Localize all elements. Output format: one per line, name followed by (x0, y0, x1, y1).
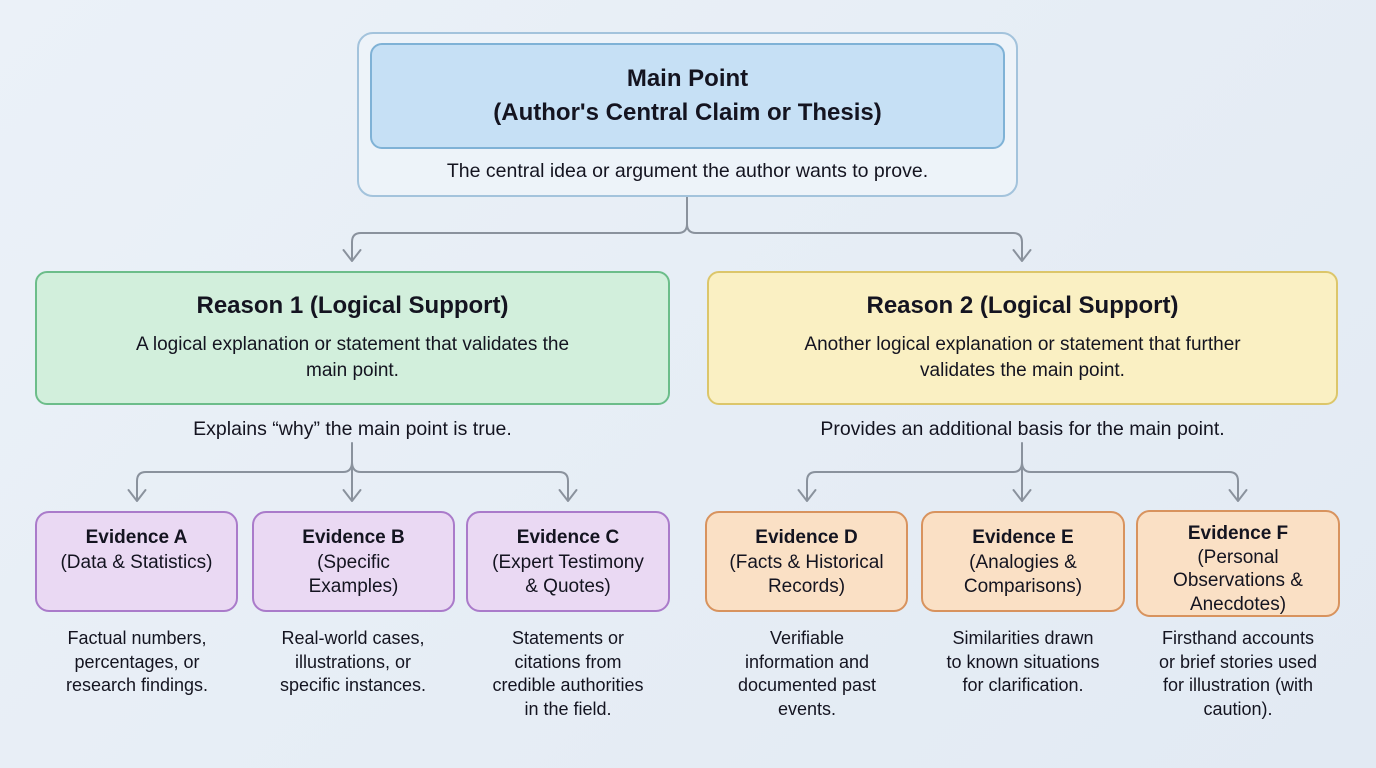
evidence-d-caption: Verifiable information and documented pa… (737, 628, 877, 719)
evidence-a-subtitle: (Data & Statistics) (60, 551, 213, 573)
arrowhead-evidence-f (1228, 489, 1248, 502)
evidence-c-subtitle: (Expert Testimony & Quotes) (492, 551, 644, 598)
connector-reason2-to-f (1021, 461, 1239, 501)
arrowhead-evidence-a (127, 489, 147, 502)
connector-reason1-to-a (136, 461, 353, 501)
main-point-group: Main Point (Author's Central Claim or Th… (357, 32, 1018, 197)
evidence-c-box: Evidence C (Expert Testimony & Quotes) (466, 511, 670, 612)
evidence-b-box: Evidence B (Specific Examples) (252, 511, 455, 612)
evidence-c-title: Evidence C (516, 527, 620, 548)
evidence-b-caption: Real-world cases, illustrations, or spec… (279, 628, 427, 696)
main-point-box: Main Point (Author's Central Claim or Th… (370, 43, 1005, 149)
connector-reason2-to-d (806, 461, 1023, 501)
evidence-e-box: Evidence E (Analogies & Comparisons) (921, 511, 1125, 612)
reason-1-box: Reason 1 (Logical Support) A logical exp… (35, 271, 670, 405)
reason-1-caption: Explains “why” the main point is true. (193, 418, 512, 440)
evidence-d-title: Evidence D (755, 527, 858, 548)
evidence-a-caption: Factual numbers, percentages, or researc… (65, 628, 209, 696)
evidence-f-caption: Firsthand accounts or brief stories used… (1158, 628, 1318, 719)
reason-2-title: Reason 2 (Logical Support) (866, 292, 1179, 319)
evidence-e-title: Evidence E (972, 527, 1074, 548)
main-point-caption: The central idea or argument the author … (446, 159, 929, 182)
evidence-b-subtitle: (Specific Examples) (308, 551, 399, 598)
main-point-title: Main Point (Author's Central Claim or Th… (493, 64, 882, 126)
connector-reason1-to-c (351, 461, 569, 501)
reason-2-box: Reason 2 (Logical Support) Another logic… (707, 271, 1338, 405)
reason-2-body: Another logical explanation or statement… (804, 334, 1241, 382)
evidence-d-box: Evidence D (Facts & Historical Records) (705, 511, 908, 612)
arrowhead-evidence-b (342, 489, 362, 502)
evidence-a-title: Evidence A (85, 527, 188, 548)
connector-main-to-reason1 (351, 196, 688, 261)
reason-1-title: Reason 1 (Logical Support) (196, 292, 509, 319)
arrowhead-evidence-c (558, 489, 578, 502)
connector-main-to-reason2 (686, 196, 1023, 261)
evidence-b-title: Evidence B (302, 527, 405, 548)
evidence-f-subtitle: (Personal Observations & Anecdotes) (1173, 546, 1303, 615)
arrowhead-evidence-e (1012, 489, 1032, 502)
arrowhead-reason2 (1012, 249, 1032, 262)
evidence-e-subtitle: (Analogies & Comparisons) (963, 551, 1083, 598)
evidence-f-title: Evidence F (1187, 523, 1289, 544)
evidence-a-box: Evidence A (Data & Statistics) (35, 511, 238, 612)
reason-2-caption: Provides an additional basis for the mai… (820, 418, 1225, 440)
evidence-e-caption: Similarities drawn to known situations f… (946, 628, 1100, 696)
evidence-f-box: Evidence F (Personal Observations & Anec… (1136, 510, 1340, 617)
arrowhead-evidence-d (797, 489, 817, 502)
arrowhead-reason1 (342, 249, 362, 262)
reason-1-body: A logical explanation or statement that … (135, 334, 570, 382)
evidence-d-subtitle: (Facts & Historical Records) (729, 551, 884, 598)
evidence-c-caption: Statements or citations from credible au… (492, 628, 644, 719)
